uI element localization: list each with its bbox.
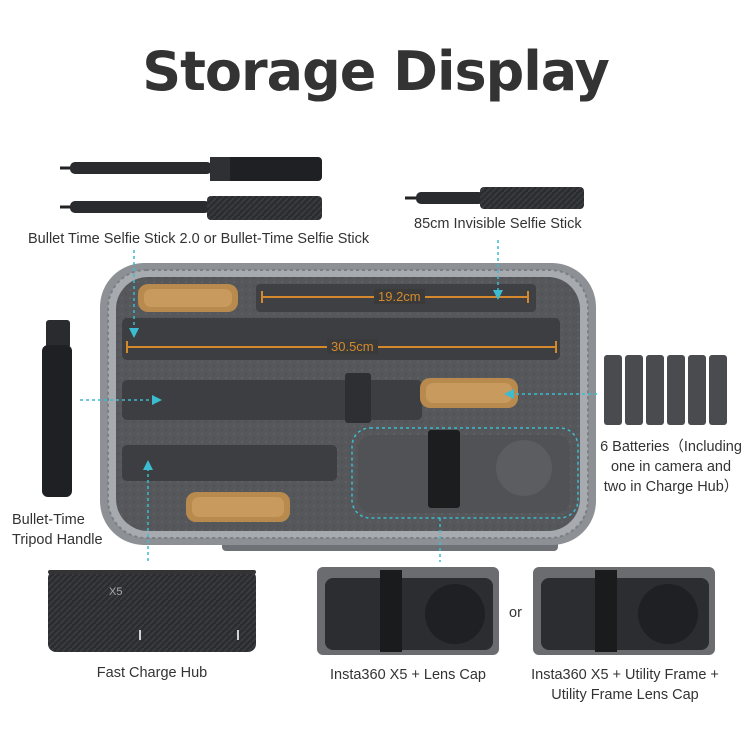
label-bullet-time-stick: Bullet Time Selfie Stick 2.0 or Bullet-T…: [28, 231, 370, 247]
label-batteries: 6 Batteries（Including one in camera and …: [598, 437, 744, 497]
storage-case: [100, 263, 596, 551]
batteries: [604, 355, 727, 425]
guide-lines: [80, 240, 598, 564]
bullet-time-stick-top: [60, 157, 322, 181]
label-batteries-line3: two in Charge Hub）: [603, 479, 739, 495]
camera-lens-cap-photo: [317, 567, 499, 655]
tripod-handle: [42, 320, 72, 497]
label-camera-frame-line2: Utility Frame Lens Cap: [551, 687, 699, 703]
invisible-stick: [405, 187, 584, 209]
label-batteries-line2: one in camera and: [610, 459, 732, 475]
label-camera-frame-line1: Insta360 X5 + Utility Frame +: [531, 667, 719, 683]
label-camera-lens-cap: Insta360 X5 + Lens Cap: [330, 667, 486, 683]
label-batteries-line1: 6 Batteries（Including: [600, 439, 742, 455]
label-tripod-handle-line2: Tripod Handle: [12, 532, 103, 548]
label-tripod-handle: Bullet-Time Tripod Handle: [12, 510, 103, 550]
guide-arrows: [129, 290, 514, 470]
camera-utility-frame-photo: [533, 567, 715, 655]
hub-model-text: X5: [109, 586, 123, 598]
page-title: Storage Display: [142, 40, 610, 103]
label-invisible-stick: 85cm Invisible Selfie Stick: [414, 216, 582, 232]
bullet-time-stick-bottom: [60, 196, 322, 220]
label-fast-charge-hub: Fast Charge Hub: [96, 665, 208, 681]
label-tripod-handle-line1: Bullet-Time: [12, 512, 85, 528]
label-camera-frame: Insta360 X5 + Utility Frame + Utility Fr…: [520, 665, 730, 705]
measurement-short: 19.2cm: [374, 289, 425, 304]
measurement-long: 30.5cm: [327, 339, 378, 354]
fast-charge-hub: [48, 570, 256, 652]
label-or: or: [509, 605, 522, 621]
